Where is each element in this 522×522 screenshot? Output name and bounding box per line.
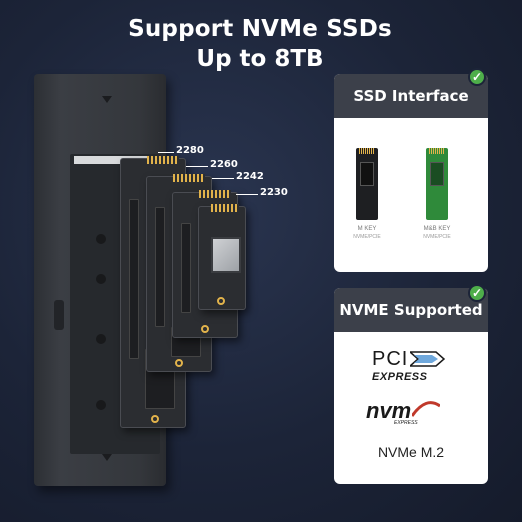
gold-pins [211, 204, 239, 212]
nvme-supported-title: NVME Supported [334, 288, 488, 332]
size-label-2230: 2230 [260, 187, 288, 198]
chip [155, 207, 165, 327]
headline: Support NVMe SSDs Up to 8TB [100, 14, 420, 74]
nvme-m2-label: NVMe M.2 [377, 444, 445, 460]
screw-notch [217, 297, 225, 305]
mb-key-label: M&B KEY [423, 226, 451, 232]
mount-hole [96, 334, 106, 344]
leader-line [236, 194, 258, 195]
size-label-2242: 2242 [236, 171, 264, 182]
chip [181, 223, 191, 313]
mb-key-sub: NVME/PCIE [423, 234, 451, 240]
chip [129, 199, 139, 359]
mb-key-ssd-image [426, 148, 448, 220]
nvme-supported-panel: NVME Supported [334, 288, 488, 484]
check-icon: ✓ [468, 68, 486, 86]
arrow-down-icon [102, 454, 112, 461]
arrow-down-icon [102, 96, 112, 103]
headline-line-2: Up to 8TB [196, 46, 324, 72]
nvm-express-text: EXPRESS [394, 420, 418, 426]
mount-hole [96, 400, 106, 410]
ssd-interface-title: SSD Interface [334, 74, 488, 118]
controller-chip [211, 237, 241, 273]
screw-notch [201, 325, 209, 333]
gold-pins [147, 156, 179, 164]
ssd-2230 [198, 204, 246, 310]
gold-pins [173, 174, 205, 182]
enclosure-switch [54, 300, 64, 330]
nvm-text: nvm [366, 398, 412, 423]
size-label-2280: 2280 [176, 145, 204, 156]
headline-line-1: Support NVMe SSDs [128, 16, 392, 42]
gold-pins [199, 190, 231, 198]
check-icon: ✓ [468, 284, 486, 302]
nvm-swoosh-icon [412, 401, 440, 417]
leader-line [212, 178, 234, 179]
pci-express-logo: PCI EXPRESS [372, 348, 427, 383]
mount-hole [96, 234, 106, 244]
m-key-label: M KEY [357, 226, 377, 232]
pci-chevron-icon [410, 351, 446, 367]
pci-text: PCI [372, 348, 409, 370]
m-key-sub: NVME/PCIE [353, 234, 381, 240]
leader-line [186, 166, 208, 167]
leader-line [158, 152, 174, 153]
express-text: EXPRESS [372, 371, 428, 383]
nvm-express-logo: nvm EXPRESS [366, 398, 440, 426]
screw-notch [175, 359, 183, 367]
mount-hole [96, 274, 106, 284]
size-label-2260: 2260 [210, 159, 238, 170]
m2-slot [74, 156, 154, 164]
screw-notch [151, 415, 159, 423]
m-key-ssd-image [356, 148, 378, 220]
